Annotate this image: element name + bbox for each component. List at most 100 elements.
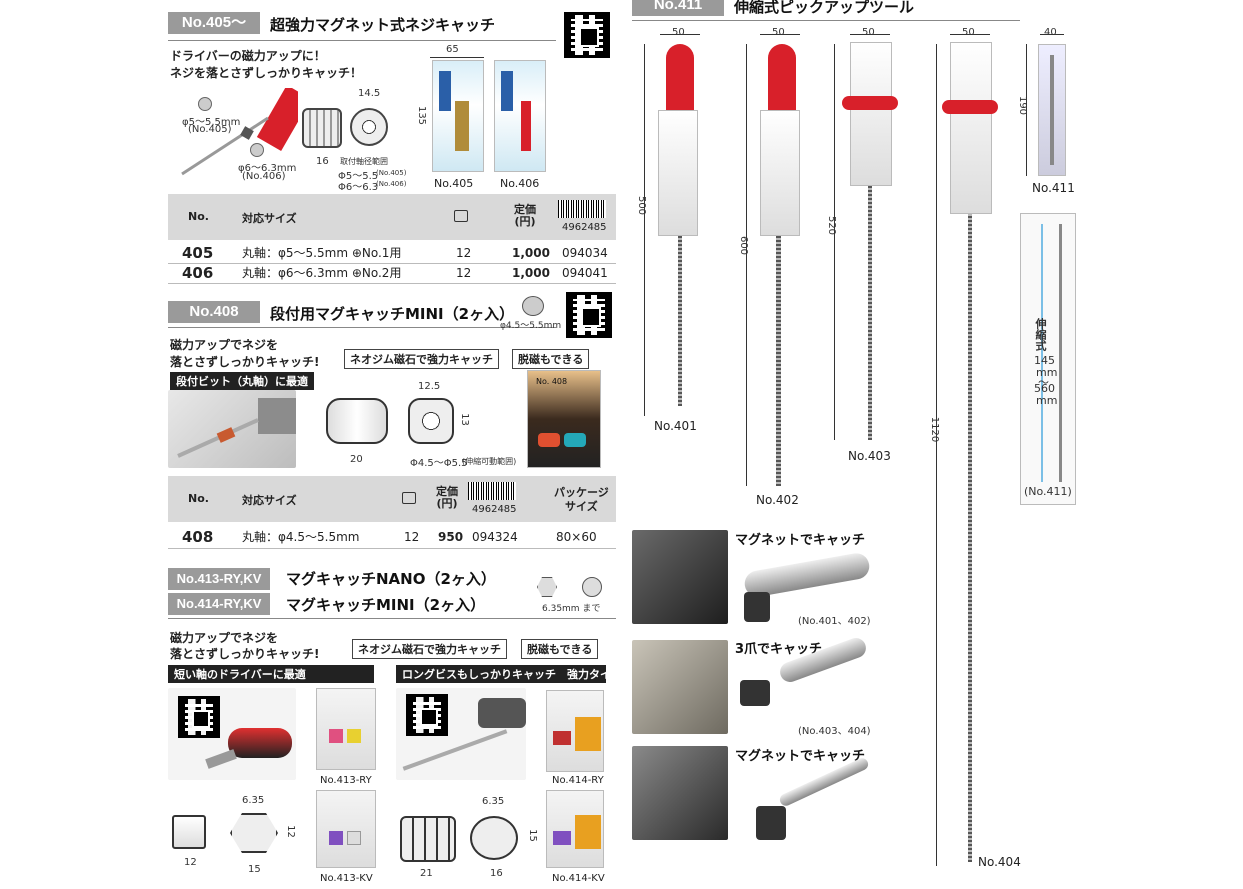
col-price-408: 定価 (円) (436, 485, 458, 510)
tool-401-label: No.401 (654, 419, 697, 433)
package-405 (432, 60, 484, 172)
screwdriver-photo-413 (168, 688, 296, 780)
no413-header: No.413-RY,KV (168, 568, 270, 590)
dim-12b: 12 (284, 825, 296, 838)
cap1: マグネットでキャッチ (735, 533, 866, 548)
col-price: 定価 (円) (514, 203, 536, 228)
no413-tag-demagnetize: 脱磁もできる (521, 639, 599, 659)
tele-mm1: mm (1036, 366, 1058, 379)
dim-600: 600 (738, 235, 750, 256)
cap2: 3爪でキャッチ (735, 642, 823, 657)
dim-no1: (No.405) (188, 124, 232, 135)
no413-title-rule (168, 618, 616, 619)
qr-code-414 (406, 694, 448, 736)
tool-403-grip (842, 96, 898, 110)
dim-20: 20 (350, 454, 363, 465)
no408-range: Φ4.5～Φ5.5 (410, 458, 468, 469)
package-413-ry (316, 688, 376, 770)
row-405-size: 丸軸：φ5～5.5mm ⊕No.1用 (242, 246, 402, 260)
engine-photo-1 (632, 530, 728, 624)
no408-title: 段付用マグキャッチMINI（2ヶ入） (270, 305, 515, 323)
row-406-qty: 12 (456, 266, 472, 280)
row-405-price: 1,000 (512, 246, 550, 260)
mini-side-drawing (400, 816, 456, 862)
no408-tag-neodymium: ネオジム磁石で強力キャッチ (344, 349, 499, 369)
range1-no: (No.405) (376, 169, 407, 177)
table-408-header: No. 対応サイズ 定価 (円) 4962485 パッケージ サイズ (168, 476, 616, 522)
package-408: No. 408 (527, 370, 601, 468)
package-414-ry-label: No.414-RY (552, 775, 604, 786)
magnet-ring-drawing (350, 108, 388, 146)
circle-icon-b (250, 143, 264, 157)
tele-label: 伸縮式 (1034, 318, 1047, 351)
row-406-jan: 094041 (562, 266, 608, 280)
nano-side-drawing (172, 815, 206, 849)
no408-tag-demagnetize: 脱磁もできる (512, 349, 590, 369)
dim-135: 135 (416, 105, 428, 126)
row-406-price: 1,000 (512, 266, 550, 280)
dim-40-line (1040, 34, 1064, 35)
tool-403-card (850, 42, 892, 186)
package-405-label: No.405 (434, 177, 474, 190)
tool-404-label: No.404 (978, 855, 1021, 869)
jan-prefix-405: 4962485 (562, 222, 607, 233)
range2-no: (No.406) (376, 180, 407, 188)
no408-desc2: 落とさずしっかりキャッチ! (170, 355, 320, 369)
dim-16-mini: 16 (490, 868, 503, 879)
dim-500-line (644, 44, 645, 416)
package-413-kv (316, 790, 376, 868)
package-413-ry-label: No.413-RY (320, 775, 372, 786)
package-413-kv-label: No.413-KV (320, 873, 373, 884)
circle-icon-413 (582, 577, 602, 597)
tele-mm2: mm (1036, 394, 1058, 407)
magnet-front-drawing (408, 398, 454, 444)
screwdriver-photo-405 (178, 85, 312, 180)
row-408-jan: 094324 (472, 530, 518, 544)
tele-145: 145 (1034, 354, 1055, 367)
no413-bar2: ロングビスもしっかりキャッチ 強力タイプ (396, 665, 622, 683)
table-row-408: 408 丸軸：φ4.5～5.5mm 12 950 094324 80×60 (168, 528, 616, 546)
col-size-408: 対応サイズ (242, 494, 297, 507)
dim-50d-line (950, 34, 990, 35)
no413-size-note: 6.35mm まで (542, 604, 601, 614)
magnet-cylinder-drawing (302, 108, 342, 148)
tool-404-card (950, 42, 992, 214)
circle-icon-a (198, 97, 212, 111)
no408-bar: 段付ビット（丸軸）に最適 (170, 372, 314, 390)
box-icon (454, 210, 468, 222)
no413-tag-neodymium: ネオジム磁石で強力キャッチ (352, 639, 507, 659)
col-pkg-408: パッケージ サイズ (554, 486, 609, 513)
tool-402-card (760, 110, 800, 236)
package-408-no: No. 408 (536, 377, 568, 386)
row-405-qty: 12 (456, 246, 472, 260)
tool-402-label: No.402 (756, 493, 799, 507)
row-408-price: 950 (438, 530, 464, 544)
drill-photo-408 (168, 390, 298, 468)
no413-desc2: 落とさずしっかりキャッチ! (170, 647, 320, 661)
mini-front-drawing (470, 816, 518, 860)
dim-12a: 12 (184, 857, 197, 868)
tool-404-shaft (968, 214, 972, 862)
drill-photo-414 (396, 688, 526, 780)
row-divider-405 (168, 263, 616, 264)
row-406-no: 406 (182, 264, 214, 282)
row-406-size: 丸軸：φ6～6.3mm ⊕No.2用 (242, 266, 402, 280)
no408-range-note: (伸縮可動範囲) (462, 457, 517, 466)
magnet-side-drawing (326, 398, 388, 444)
dim-no2: (No.406) (242, 171, 286, 182)
no408-title-rule (168, 327, 556, 328)
dim-500: 500 (636, 195, 648, 216)
package-406-label: No.406 (500, 177, 540, 190)
row-divider-408 (168, 548, 616, 549)
dim-50b: 50 (772, 27, 785, 38)
dim-520: 520 (826, 215, 838, 236)
no405-desc1: ドライバーの磁力アップに！ (170, 49, 326, 63)
package-414-ry (546, 690, 604, 772)
tool-403-shaft (868, 186, 872, 440)
qr-code-408 (566, 292, 612, 338)
barcode-408 (468, 482, 516, 500)
dim-50a: 50 (672, 27, 685, 38)
jan-prefix-408: 4962485 (472, 504, 517, 515)
engine-photo-2 (632, 640, 728, 734)
cap3: マグネットでキャッチ (735, 749, 866, 764)
